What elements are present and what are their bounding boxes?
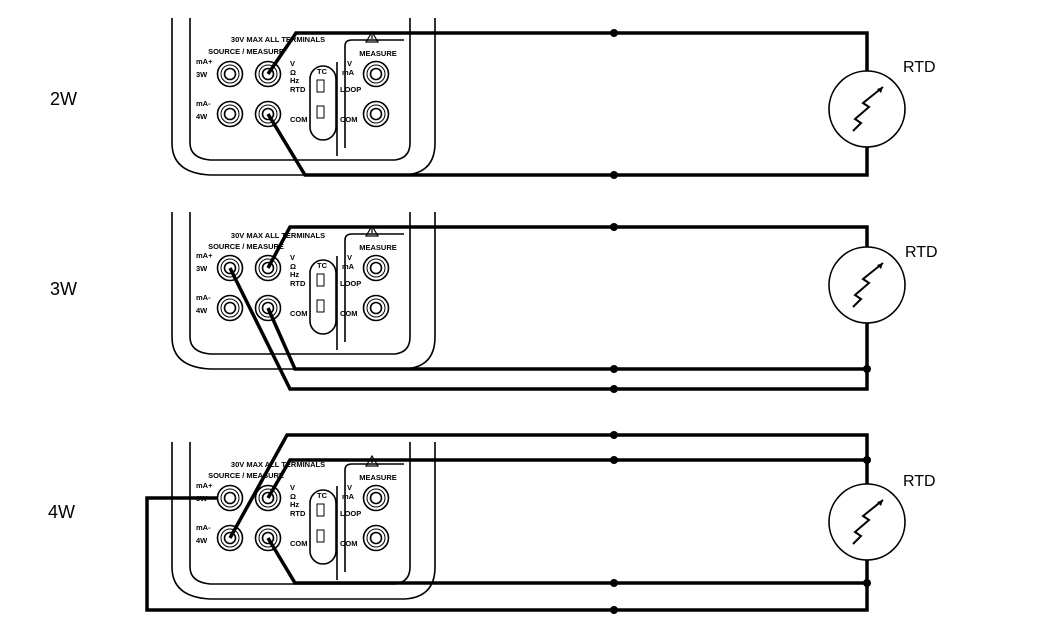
com-label: COM <box>290 115 308 124</box>
panel-label-2w: 2W <box>50 89 77 109</box>
rtd-resistor-3w <box>828 246 906 324</box>
warning-label: 30V MAX ALL TERMINALS <box>231 35 325 44</box>
measure-ma-label: mA <box>342 492 355 501</box>
four-w-label: 4W <box>196 536 208 545</box>
com-label: COM <box>290 309 308 318</box>
rtd-terminal-label: RTD <box>290 279 306 288</box>
measure-v-label: V <box>347 483 352 492</box>
three-w-label: 3W <box>196 70 208 79</box>
measure-label: MEASURE <box>359 473 397 482</box>
v-label: V <box>290 253 295 262</box>
wires-2w <box>266 29 869 179</box>
rtd-label-4w: RTD <box>903 473 936 490</box>
panel-4w: 30V MAX ALL TERMINALS SOURCE / MEASURE M… <box>172 442 435 599</box>
tc-label: TC <box>317 261 328 270</box>
measure-v-label: V <box>347 59 352 68</box>
three-w-label: 3W <box>196 264 208 273</box>
measure-ma-label: mA <box>342 68 355 77</box>
panel-2w: 30V MAX ALL TERMINALS SOURCE / MEASURE M… <box>172 18 435 175</box>
ma-minus-label: mA- <box>196 99 211 108</box>
measure-label: MEASURE <box>359 49 397 58</box>
hz-label: Hz <box>290 76 299 85</box>
measure-com-label: COM <box>340 115 358 124</box>
four-w-label: 4W <box>196 112 208 121</box>
rtd-resistor-2w <box>828 70 906 148</box>
ma-plus-label: mA+ <box>196 57 213 66</box>
ma-minus-label: mA- <box>196 293 211 302</box>
ohm-label: Ω <box>290 492 296 501</box>
tc-label: TC <box>317 491 328 500</box>
measure-v-label: V <box>347 253 352 262</box>
hz-label: Hz <box>290 270 299 279</box>
hz-label: Hz <box>290 500 299 509</box>
four-w-label: 4W <box>196 306 208 315</box>
measure-label: MEASURE <box>359 243 397 252</box>
loop-label: LOOP <box>340 279 361 288</box>
rtd-label-2w: RTD <box>903 59 936 76</box>
panel-label-4w: 4W <box>48 502 75 522</box>
ohm-label: Ω <box>290 68 296 77</box>
panel-label-3w: 3W <box>50 279 77 299</box>
warning-label: 30V MAX ALL TERMINALS <box>231 231 325 240</box>
wires-3w <box>228 223 871 393</box>
loop-label: LOOP <box>340 85 361 94</box>
source-measure-label: SOURCE / MEASURE <box>208 471 284 480</box>
panel-3w: 30V MAX ALL TERMINALS SOURCE / MEASURE M… <box>172 212 435 369</box>
ma-plus-label: mA+ <box>196 481 213 490</box>
rtd-label-3w: RTD <box>905 244 938 261</box>
ohm-label: Ω <box>290 262 296 271</box>
source-measure-label: SOURCE / MEASURE <box>208 47 284 56</box>
measure-ma-label: mA <box>342 262 355 271</box>
v-label: V <box>290 483 295 492</box>
v-label: V <box>290 59 295 68</box>
wires-4w <box>145 431 871 614</box>
measure-com-label: COM <box>340 539 358 548</box>
loop-label: LOOP <box>340 509 361 518</box>
rtd-terminal-label: RTD <box>290 509 306 518</box>
rtd-resistor-4w <box>828 483 906 561</box>
ma-plus-label: mA+ <box>196 251 213 260</box>
warning-label: 30V MAX ALL TERMINALS <box>231 460 325 469</box>
ma-minus-label: mA- <box>196 523 211 532</box>
com-label: COM <box>290 539 308 548</box>
source-measure-label: SOURCE / MEASURE <box>208 242 284 251</box>
tc-label: TC <box>317 67 328 76</box>
measure-com-label: COM <box>340 309 358 318</box>
rtd-terminal-label: RTD <box>290 85 306 94</box>
